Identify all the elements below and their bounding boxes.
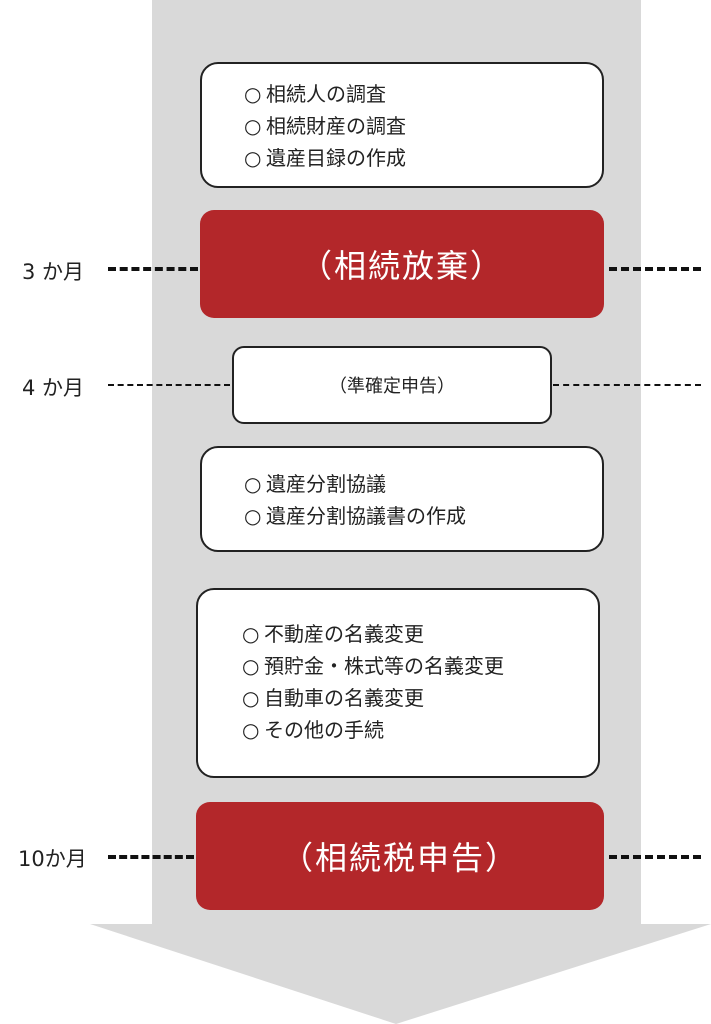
estate-division-list: ○遺産分割協議 ○遺産分割協議書の作成 [244, 468, 602, 532]
list-item: ○遺産分割協議 [244, 468, 602, 500]
milestone-line-4-months-right [553, 384, 701, 386]
step-box-investigation: ○相続人の調査 ○相続財産の調査 ○遺産目録の作成 [200, 62, 604, 188]
title-transfer-list: ○不動産の名義変更 ○預貯金・株式等の名義変更 ○自動車の名義変更 ○その他の手… [242, 618, 598, 746]
step-box-estate-division: ○遺産分割協議 ○遺産分割協議書の作成 [200, 446, 604, 552]
quasi-final-tax-return-box: （準確定申告） [232, 346, 552, 424]
inheritance-renunciation-box: （相続放棄） [200, 210, 604, 318]
milestone-line-3-months-right [609, 267, 701, 271]
milestone-label-3-months: 3 か月 [22, 260, 85, 284]
list-item: ○相続財産の調査 [244, 110, 602, 142]
circle-bullet-icon: ○ [242, 718, 260, 742]
step-box-title-transfer: ○不動産の名義変更 ○預貯金・株式等の名義変更 ○自動車の名義変更 ○その他の手… [196, 588, 600, 778]
milestone-label-4-months: 4 か月 [22, 376, 85, 400]
circle-bullet-icon: ○ [244, 82, 262, 106]
circle-bullet-icon: ○ [242, 622, 260, 646]
circle-bullet-icon: ○ [242, 654, 260, 678]
circle-bullet-icon: ○ [244, 472, 262, 496]
circle-bullet-icon: ○ [244, 146, 262, 170]
milestone-label-10-months: 10か月 [18, 847, 87, 871]
list-item: ○相続人の調査 [244, 78, 602, 110]
list-item: ○その他の手続 [242, 714, 598, 746]
inheritance-tax-return-box: （相続税申告） [196, 802, 604, 910]
milestone-line-4-months-left [108, 384, 230, 386]
circle-bullet-icon: ○ [244, 114, 262, 138]
list-item: ○不動産の名義変更 [242, 618, 598, 650]
circle-bullet-icon: ○ [242, 686, 260, 710]
milestone-line-10-months-left [108, 855, 194, 859]
investigation-list: ○相続人の調査 ○相続財産の調査 ○遺産目録の作成 [244, 78, 602, 174]
list-item: ○預貯金・株式等の名義変更 [242, 650, 598, 682]
list-item: ○自動車の名義変更 [242, 682, 598, 714]
milestone-line-10-months-right [609, 855, 701, 859]
list-item: ○遺産目録の作成 [244, 142, 602, 174]
circle-bullet-icon: ○ [244, 504, 262, 528]
milestone-line-3-months-left [108, 267, 198, 271]
list-item: ○遺産分割協議書の作成 [244, 500, 602, 532]
